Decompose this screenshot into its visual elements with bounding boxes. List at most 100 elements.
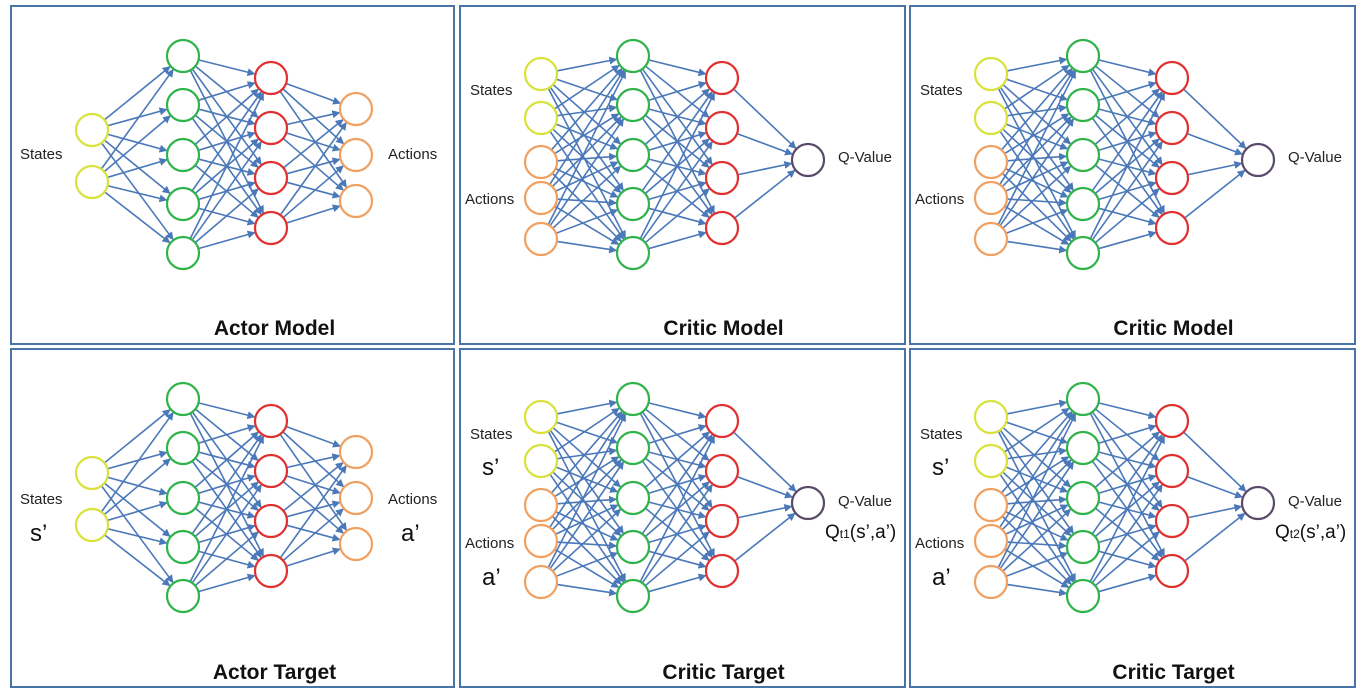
connection-arrow xyxy=(1098,81,1157,102)
hidden1-node xyxy=(1065,137,1101,173)
input-node xyxy=(523,523,559,559)
q-arguments: (s’,a’) xyxy=(1299,522,1347,543)
hidden1-node xyxy=(165,137,201,173)
q-node xyxy=(790,485,826,521)
hidden1-node xyxy=(615,529,651,565)
hidden2-node xyxy=(704,453,740,489)
connection-arrow xyxy=(1094,531,1160,587)
connection-arrow xyxy=(100,411,174,513)
connection-arrow xyxy=(641,484,713,584)
hidden2-node xyxy=(253,453,289,489)
input-node xyxy=(973,100,1009,136)
critic-network xyxy=(973,38,1276,271)
actor-network xyxy=(74,381,374,614)
a-prime-symbol: a’ xyxy=(401,520,420,547)
connection-arrow xyxy=(107,476,168,496)
connection-arrow xyxy=(103,115,171,173)
s-prime-symbol: s’ xyxy=(932,454,950,481)
connection-arrow xyxy=(1187,504,1243,519)
connection-arrow xyxy=(1002,471,1072,537)
connection-arrow xyxy=(1098,230,1157,250)
states-label: States xyxy=(920,426,963,443)
actions-label: Actions xyxy=(465,191,515,208)
connection-arrow xyxy=(1004,548,1070,588)
connection-arrow xyxy=(282,431,345,488)
connection-arrow xyxy=(555,466,619,493)
connection-arrow xyxy=(551,116,622,188)
states-label: States xyxy=(20,491,63,508)
hidden2-node xyxy=(704,110,740,146)
connection-arrow xyxy=(547,87,626,239)
connection-arrow xyxy=(1005,208,1069,235)
connection-arrow xyxy=(999,69,1075,186)
connection-arrow xyxy=(556,198,618,207)
connection-arrow xyxy=(550,411,623,494)
connection-arrow xyxy=(191,91,262,192)
state-node xyxy=(74,507,110,543)
connection-arrow xyxy=(286,110,341,126)
connection-arrow xyxy=(1006,152,1068,162)
q-value-label: Q-Value xyxy=(1288,493,1342,510)
hidden2-node xyxy=(704,160,740,196)
connection-arrow xyxy=(198,230,256,250)
hidden1-node xyxy=(615,87,651,123)
action-node xyxy=(338,434,374,470)
hidden1-node xyxy=(615,381,651,417)
connection-arrow xyxy=(551,515,622,585)
q-subscript: t1 xyxy=(839,527,850,541)
connection-arrow xyxy=(997,430,1076,582)
connection-arrow xyxy=(100,485,174,584)
connection-arrow xyxy=(648,59,707,77)
connection-arrow xyxy=(552,83,621,145)
connection-arrow xyxy=(550,68,623,151)
hidden2-node xyxy=(253,110,289,146)
connection-arrow xyxy=(107,500,168,522)
hidden1-node xyxy=(165,480,201,516)
connection-arrow xyxy=(107,184,168,203)
hidden2-node xyxy=(1154,403,1190,439)
states-label: States xyxy=(920,82,963,99)
a-prime-symbol: a’ xyxy=(932,564,951,591)
panel-title: Critic Target xyxy=(662,661,785,684)
connection-arrow xyxy=(736,475,794,499)
connection-arrow xyxy=(1186,475,1244,499)
connection-arrow xyxy=(103,409,171,464)
connection-arrow xyxy=(1002,128,1072,194)
connection-arrow xyxy=(553,407,620,453)
connection-arrow xyxy=(1001,459,1072,531)
connection-arrow xyxy=(549,118,625,227)
hidden2-node xyxy=(1154,110,1190,146)
connection-arrow xyxy=(556,56,618,72)
connection-arrow xyxy=(1006,198,1068,207)
hidden1-node xyxy=(165,38,201,74)
connection-arrow xyxy=(999,118,1075,227)
connection-arrow xyxy=(1098,402,1157,420)
connection-arrow xyxy=(1002,508,1072,572)
connection-arrow xyxy=(194,431,259,489)
connection-arrow xyxy=(639,92,716,240)
hidden1-node xyxy=(1065,578,1101,614)
connection-arrow xyxy=(644,88,710,146)
connection-arrow xyxy=(1003,64,1070,110)
connection-arrow xyxy=(552,128,622,194)
connection-arrow xyxy=(641,434,713,535)
connection-arrow xyxy=(107,133,168,153)
connection-arrow xyxy=(1004,205,1070,245)
connection-arrow xyxy=(556,495,618,505)
connection-arrow xyxy=(1003,407,1070,453)
connection-arrow xyxy=(997,87,1076,239)
connection-arrow xyxy=(556,240,618,254)
connection-arrow xyxy=(1098,573,1157,593)
connection-arrow xyxy=(1006,399,1068,415)
q-node xyxy=(1240,142,1276,178)
connection-arrow xyxy=(555,78,618,102)
state-node xyxy=(74,112,110,148)
connection-arrow xyxy=(104,534,171,587)
connection-arrow xyxy=(1005,123,1069,150)
action-node xyxy=(338,137,374,173)
edges xyxy=(547,56,797,254)
panel-title: Critic Target xyxy=(1112,661,1235,684)
input-node xyxy=(973,180,1009,216)
connection-arrow xyxy=(1002,165,1072,229)
hidden1-node xyxy=(165,381,201,417)
